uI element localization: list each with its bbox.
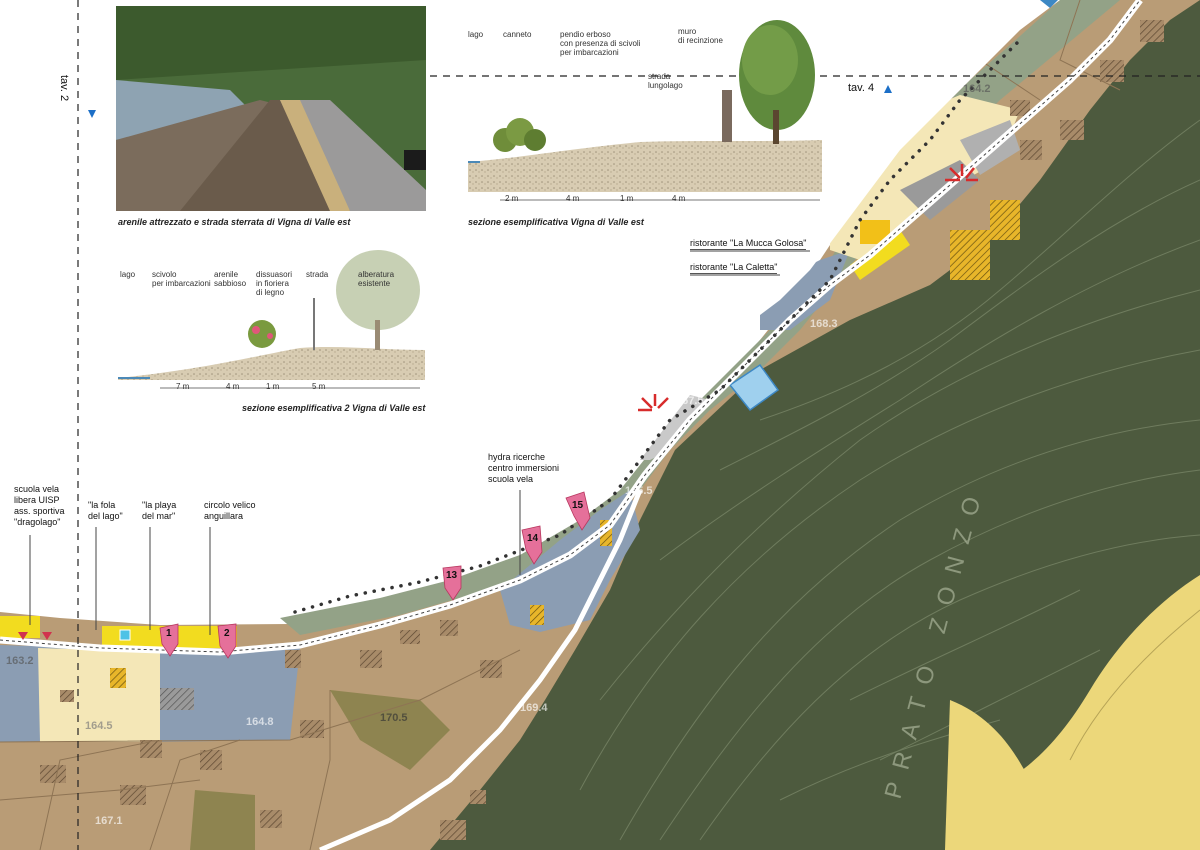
buildings xyxy=(40,20,1164,840)
sunburst-icon-2 xyxy=(638,394,669,412)
s2-arenile: arenile sabbioso xyxy=(214,270,247,288)
marker-label-14: 14 xyxy=(527,533,539,544)
lakeside-road xyxy=(0,0,1140,652)
field-area-2 xyxy=(945,700,1050,850)
blue-zone-north xyxy=(760,250,850,330)
beach-strip-3 xyxy=(850,230,910,280)
s2-dim-2: 4 m xyxy=(226,382,240,391)
pool xyxy=(728,363,780,412)
section-2 xyxy=(118,250,425,389)
dotted-shoreline xyxy=(293,38,1022,614)
poi-hydra: hydra ricerche centro immersioni scuola … xyxy=(488,452,560,484)
s2-dim-3: 1 m xyxy=(266,382,280,391)
s2-dim-1: 7 m xyxy=(176,382,190,391)
contour-lines xyxy=(579,119,1200,841)
s1-dim-3: 1 m xyxy=(620,194,634,203)
hill-road xyxy=(319,489,643,850)
poi-mucca: ristorante "La Mucca Golosa" xyxy=(690,238,807,250)
elevation-label: 169.4 xyxy=(520,702,548,714)
s1-strada: strada lungolago xyxy=(648,72,683,90)
marker-pins xyxy=(159,491,591,659)
elevation-label: 164.8 xyxy=(246,716,274,728)
sunburst-icon xyxy=(945,164,978,182)
marker-pin-2 xyxy=(217,623,237,659)
section2-caption: sezione esemplificativa 2 Vigna di Valle… xyxy=(242,403,426,413)
s2-dissuasori: dissuasori in fioriera di legno xyxy=(256,270,293,297)
tav2-label: tav. 2 xyxy=(58,75,70,102)
marker-pin-15 xyxy=(565,491,591,531)
s2-scivolo: scivolo per imbarcazioni xyxy=(152,270,211,288)
section1-caption: sezione esemplificativa Vigna di Valle e… xyxy=(468,217,644,227)
elevation-label: 165.5 xyxy=(625,485,653,497)
s1-pendio: pendio erboso con presenza di scivoli pe… xyxy=(560,30,641,57)
elevation-label: 164.2 xyxy=(963,83,991,95)
poi-caletta: ristorante "La Caletta" xyxy=(690,262,778,274)
s2-lago: lago xyxy=(120,270,136,279)
photo-caption: arenile attrezzato e strada sterrata di … xyxy=(118,217,351,227)
poi-circolo: circolo velico anguillara xyxy=(204,500,256,521)
marker-label-1: 1 xyxy=(166,628,172,639)
marker-pin-13 xyxy=(442,565,462,601)
marker-pin-1 xyxy=(159,623,179,657)
s1-dim-1: 2 m xyxy=(505,194,519,203)
marker-label-15: 15 xyxy=(572,500,584,511)
s2-dim-4: 5 m xyxy=(312,382,326,391)
s2-strada: strada xyxy=(306,270,329,279)
s2-alberatura: alberatura esistente xyxy=(358,270,395,288)
marker-pin-14 xyxy=(521,525,543,565)
poi-scuola-vela: scuola vela libera UISP ass. sportiva "d… xyxy=(14,484,65,527)
poi-fola: "la fola del lago" xyxy=(88,500,123,521)
s1-muro: muro di recinzione xyxy=(678,27,723,45)
tav4-label: tav. 4 xyxy=(848,82,875,94)
elevation-label: 167.1 xyxy=(95,815,123,827)
elevation-label: 168.3 xyxy=(810,318,838,330)
s1-canneto: canneto xyxy=(503,30,532,39)
elevation-label: 164.5 xyxy=(85,720,113,732)
hillside-area xyxy=(430,0,1200,850)
elevation-label: 170.5 xyxy=(380,712,408,724)
s1-dim-4: 4 m xyxy=(672,194,686,203)
elevation-label: 167.5 xyxy=(676,395,704,407)
marker-label-2: 2 xyxy=(224,628,230,639)
cream-zone-west xyxy=(38,648,160,742)
s1-dim-2: 4 m xyxy=(566,194,580,203)
marker-label-13: 13 xyxy=(446,570,458,581)
section-1 xyxy=(468,20,822,201)
s1-lago: lago xyxy=(468,30,484,39)
elevation-label: 163.2 xyxy=(6,655,34,667)
poi-playa: "la playa del mar" xyxy=(142,500,177,521)
